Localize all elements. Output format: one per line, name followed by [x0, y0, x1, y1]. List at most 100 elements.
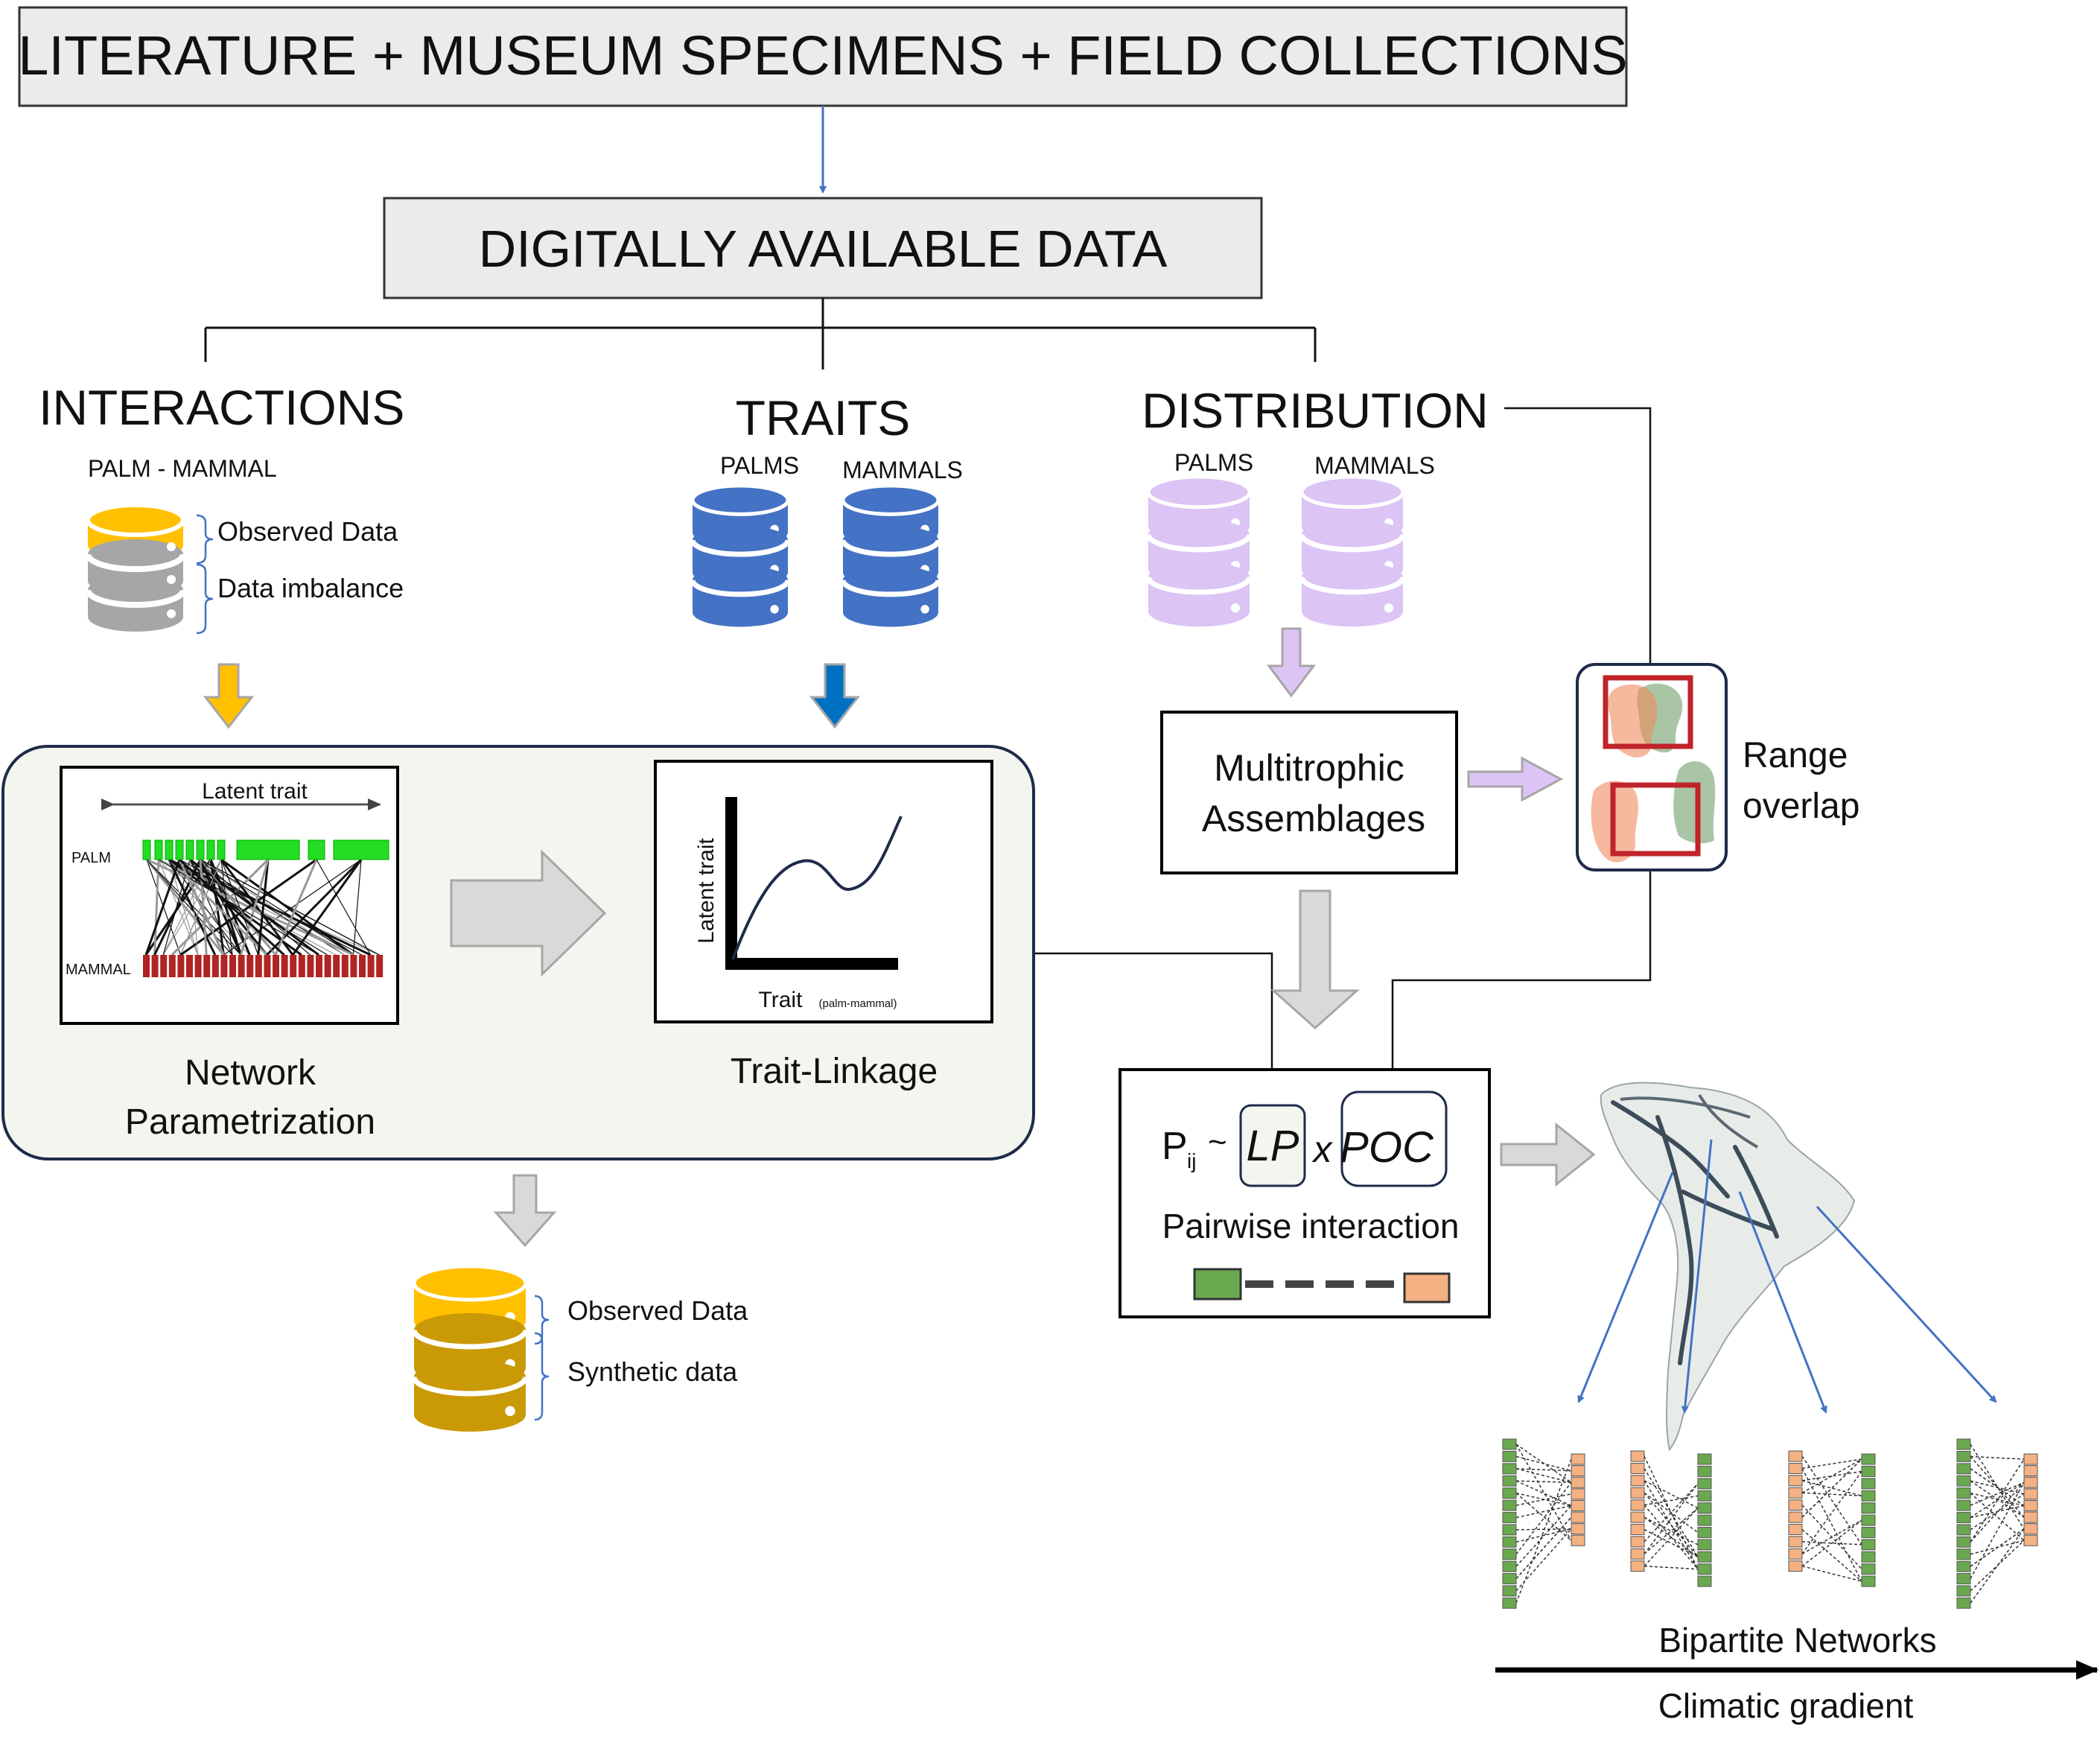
network-link [200, 859, 250, 956]
traits-palms-db-dot [770, 605, 779, 614]
bipartite-node [1861, 1502, 1876, 1514]
bipartite-link [1515, 1482, 1572, 1555]
traits-mammals-db-cap [841, 483, 941, 516]
top-title: LITERATURE + MUSEUM SPECIMENS + FIELD CO… [18, 25, 1628, 86]
bipartite-node [1956, 1475, 1971, 1487]
mammal-node [281, 955, 288, 977]
bipartite-link [1515, 1480, 1572, 1507]
imbalance-bracket [196, 563, 214, 635]
assemblages-line2: Assemblages [1202, 798, 1425, 839]
network-box: Latent trait PALM MAMMAL [60, 766, 399, 1025]
bipartite-node [1697, 1514, 1712, 1526]
mammal-node [341, 955, 349, 977]
palm-node [196, 839, 205, 860]
bipartite-node [1861, 1551, 1876, 1563]
bipartite-link [1644, 1508, 1699, 1555]
range-line2: overlap [1743, 787, 1859, 826]
network-link [178, 859, 225, 956]
range-to-poc-connector [1391, 868, 1652, 1092]
bipartite-node [1956, 1549, 1971, 1560]
bipartite-link [1515, 1505, 1572, 1567]
bipartite-node [2023, 1499, 2038, 1511]
trait-linkage-box: Latent trait Trait (palm-mammal) [654, 760, 993, 1023]
mammal-node [316, 955, 322, 977]
bipartite-node [1956, 1560, 1971, 1572]
bipartite-link [1801, 1528, 1862, 1582]
bipartite-node [1861, 1478, 1876, 1490]
bipartite-link [1644, 1468, 1699, 1557]
bipartite-node [1571, 1453, 1585, 1465]
traits-mammals-db-separator [840, 579, 941, 597]
bipartite-link [1515, 1528, 1572, 1592]
distribution-down-arrow [1267, 627, 1316, 698]
output-db-cap [412, 1264, 528, 1302]
traits-mammals-db-dot [920, 605, 929, 614]
bipartite-link [1801, 1455, 1862, 1546]
traits-mammals-database-icon [840, 483, 941, 627]
bipartite-node [1861, 1514, 1876, 1526]
bipartite-node [1861, 1563, 1876, 1575]
network-link [352, 859, 362, 956]
bipartite-node [1861, 1526, 1876, 1538]
mammal-node [246, 955, 254, 977]
pair-mammal-node [1403, 1272, 1451, 1303]
bipartite-link [1970, 1540, 2025, 1592]
mammal-nodes [143, 955, 384, 977]
bipartite-node [1502, 1585, 1517, 1597]
top-source-box: LITERATURE + MUSEUM SPECIMENS + FIELD CO… [18, 6, 1628, 107]
network-link [316, 859, 372, 956]
bipartite-node [1956, 1572, 1971, 1584]
latent-trait-label: Latent trait [202, 779, 308, 804]
map-to-network-arrows [1577, 1139, 1997, 1414]
output-db-separator [411, 1376, 529, 1397]
mammal-node [220, 955, 228, 977]
bipartite-link [1515, 1455, 1572, 1472]
bipartite-link [1515, 1468, 1572, 1472]
distribution-title: DISTRIBUTION [1142, 383, 1489, 438]
palm-row-label: PALM [71, 850, 111, 866]
bipartite-node [1502, 1487, 1517, 1499]
dist-palms-db-cap [1146, 474, 1252, 509]
bipartite-node [1788, 1560, 1803, 1572]
network-link [178, 858, 285, 956]
mammal-row-label: MAMMAL [66, 962, 131, 978]
trait-x-label: Trait [759, 988, 804, 1012]
bipartite-node [2023, 1453, 2038, 1465]
bipartite-link [1515, 1468, 1572, 1483]
palm-node [175, 839, 184, 860]
bipartite-node [1630, 1560, 1645, 1572]
bipartite-link [1644, 1517, 1699, 1546]
bipartite-link [1644, 1492, 1699, 1557]
digital-title: DIGITALLY AVAILABLE DATA [479, 220, 1168, 278]
formula-tilde: ~ [1208, 1124, 1227, 1160]
interactions-down-arrow [203, 663, 255, 729]
output-synthetic-bracket [534, 1332, 550, 1421]
pair-palm-node [1193, 1268, 1242, 1301]
network-link [189, 859, 199, 956]
network-link [200, 859, 380, 956]
bipartite-link [1644, 1483, 1699, 1543]
mammal-node [264, 955, 271, 977]
bipartite-link [1644, 1508, 1699, 1567]
bipartite-node [1571, 1534, 1585, 1546]
bipartite-caption: Bipartite Networks [1658, 1621, 1936, 1660]
bipartite-node [1956, 1511, 1971, 1523]
palm-node [333, 839, 389, 860]
bipartite-node [1697, 1563, 1712, 1575]
palm-node [308, 839, 325, 860]
bipartite-node [2023, 1523, 2038, 1535]
poc-box [1340, 1090, 1448, 1187]
distribution-connector [1504, 407, 1652, 663]
bipartite-node [1630, 1487, 1645, 1499]
bipartite-link [1801, 1480, 1862, 1496]
mammal-node [203, 955, 211, 977]
lp-box [1239, 1104, 1306, 1187]
bipartite-link [1801, 1541, 1862, 1546]
palm-node [217, 839, 226, 860]
bipartite-node [1630, 1462, 1645, 1474]
distribution-mammals-database-icon [1299, 474, 1406, 627]
output-db-separator [411, 1330, 529, 1350]
network-link [146, 859, 233, 956]
mammal-node [194, 955, 202, 977]
bipartite-node [1697, 1490, 1712, 1502]
